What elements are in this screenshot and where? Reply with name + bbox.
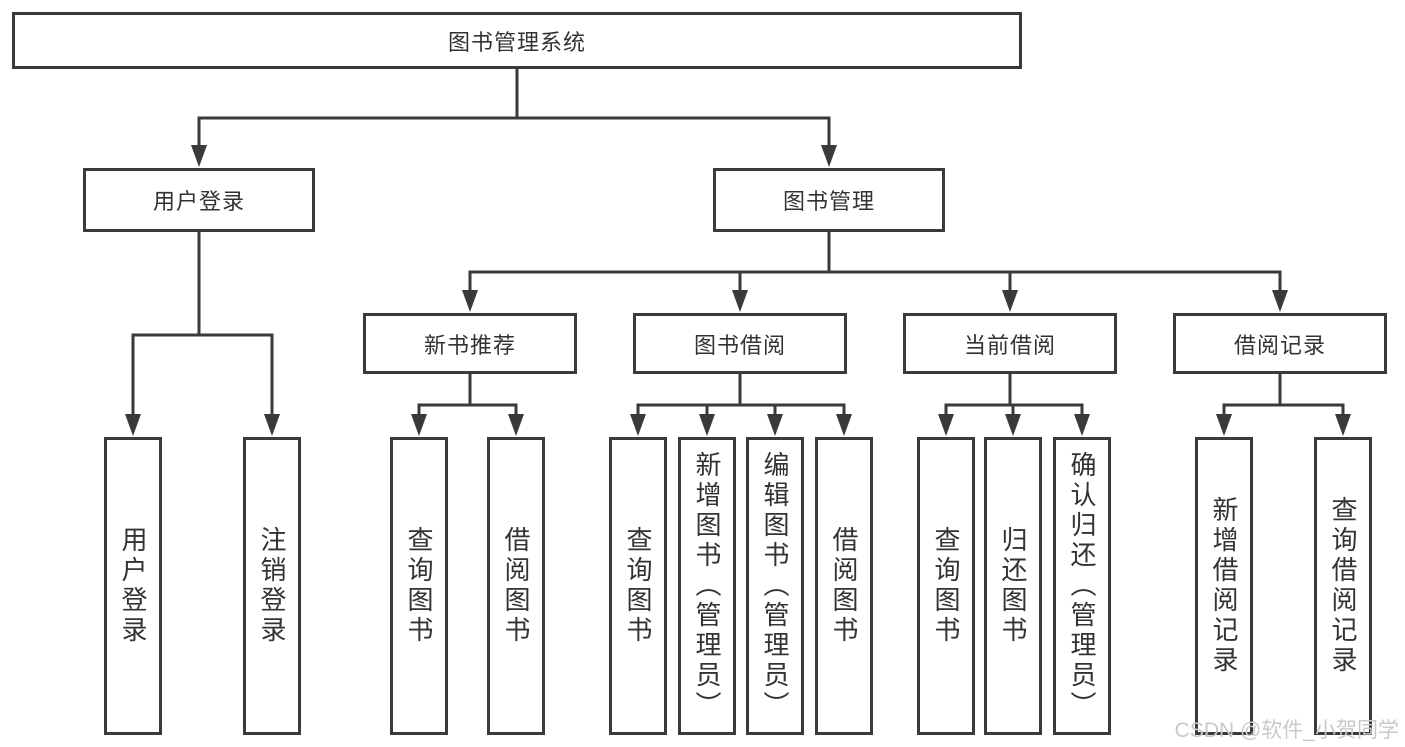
arrowhead-icon	[1074, 414, 1090, 436]
arrowhead-icon	[1335, 414, 1351, 436]
arrowhead-icon	[767, 414, 783, 436]
node-query-books-borrowing: 查询图书	[609, 437, 667, 735]
arrowhead-icon	[938, 414, 954, 436]
node-logout-leaf: 注销登录	[243, 437, 301, 735]
node-book-borrowing: 图书借阅	[633, 313, 847, 374]
arrowhead-icon	[462, 290, 478, 312]
arrowhead-icon	[1005, 414, 1021, 436]
arrowhead-icon	[630, 414, 646, 436]
arrowhead-icon	[821, 145, 837, 167]
node-borrow-books-borrowing: 借阅图书	[815, 437, 873, 735]
arrowhead-icon	[836, 414, 852, 436]
arrowhead-icon	[1272, 290, 1288, 312]
node-book-management: 图书管理	[713, 168, 945, 232]
arrowhead-icon	[508, 414, 524, 436]
node-library-management-system: 图书管理系统	[12, 12, 1022, 69]
node-user-login: 用户登录	[83, 168, 315, 232]
node-add-borrow-record: 新增借阅记录	[1195, 437, 1253, 735]
node-user-login-leaf: 用户登录	[104, 437, 162, 735]
arrowhead-icon	[1216, 414, 1232, 436]
node-return-books: 归还图书	[984, 437, 1042, 735]
node-confirm-return-admin: 确认归还（管理员）	[1053, 437, 1111, 735]
arrowhead-icon	[411, 414, 427, 436]
node-new-book-recommend: 新书推荐	[363, 313, 577, 374]
arrowhead-icon	[264, 414, 280, 436]
arrowhead-icon	[191, 145, 207, 167]
node-edit-books-admin: 编辑图书（管理员）	[746, 437, 804, 735]
node-borrowing-records: 借阅记录	[1173, 313, 1387, 374]
arrowhead-icon	[125, 414, 141, 436]
node-current-borrowing: 当前借阅	[903, 313, 1117, 374]
node-query-books-recommend: 查询图书	[390, 437, 448, 735]
arrowhead-icon	[1002, 290, 1018, 312]
node-query-books-current: 查询图书	[917, 437, 975, 735]
node-borrow-books-recommend: 借阅图书	[487, 437, 545, 735]
node-add-books-admin: 新增图书（管理员）	[678, 437, 736, 735]
arrowhead-icon	[732, 290, 748, 312]
node-query-borrow-record: 查询借阅记录	[1314, 437, 1372, 735]
arrowhead-icon	[699, 414, 715, 436]
watermark: CSDN @软件_小贺同学	[1174, 719, 1399, 742]
